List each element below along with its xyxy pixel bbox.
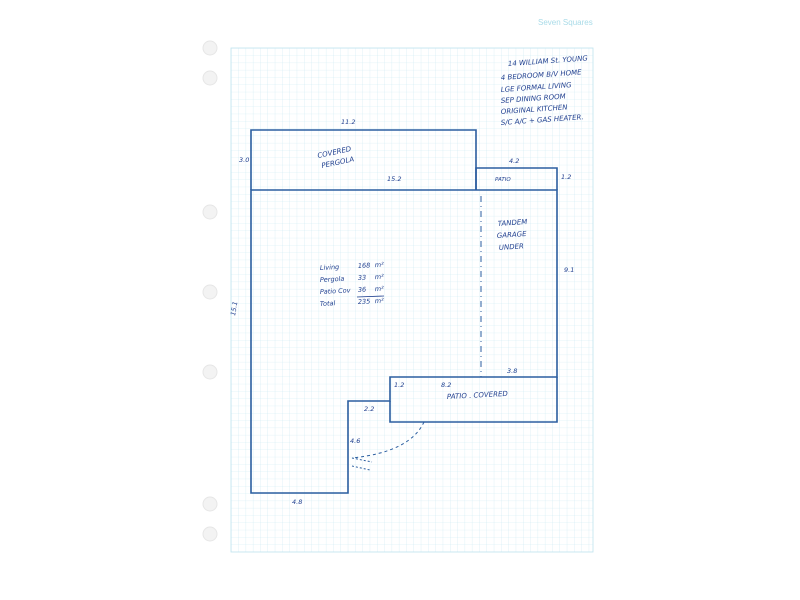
binder-hole (202, 70, 218, 86)
patio-label: PATIO (495, 177, 511, 183)
patio-outline (475, 167, 558, 190)
area-unit: m² (375, 273, 385, 281)
binder-hole (202, 204, 218, 220)
tandem-garage-label: UNDER (499, 242, 525, 252)
pergola-outline (250, 129, 477, 190)
dim-patio-covered-depth: 3.8 (507, 367, 517, 375)
area-row: Pergola 33 m² (320, 273, 385, 284)
patio-covered-label: PATIO . COVERED (447, 390, 509, 401)
area-label: Living (320, 263, 340, 272)
dim-lower-depth: 4.6 (350, 437, 360, 445)
area-value: 36 (358, 286, 367, 294)
binder-hole (202, 364, 218, 380)
dimension-labels: 11.2 3.0 15.2 4.2 1.2 9.1 15.1 3.8 8.2 1… (229, 118, 574, 506)
binder-hole (202, 496, 218, 512)
dim-pergola-width: 11.2 (341, 118, 355, 126)
area-value: 235 (358, 297, 371, 306)
area-unit: m² (375, 261, 385, 269)
dim-step-width: 2.2 (364, 405, 374, 413)
area-label: Pergola (320, 275, 345, 284)
dim-bottom-width: 4.8 (292, 498, 302, 506)
brand-label: Seven Squares (538, 18, 593, 27)
total-underline (356, 295, 385, 298)
door-swing-arc (351, 421, 425, 459)
area-row: Total 235 m² (320, 297, 385, 308)
area-row: Living 168 m² (320, 261, 385, 272)
area-row: Patio Cov 36 m² (320, 285, 385, 296)
grid-area (230, 47, 594, 553)
binder-hole (202, 526, 218, 542)
area-label: Patio Cov (320, 286, 351, 296)
dim-patio-covered-width: 8.2 (441, 381, 451, 389)
tandem-garage-label: GARAGE (497, 230, 528, 240)
dim-left-side: 15.1 (229, 301, 239, 317)
dim-right-side: 9.1 (564, 266, 574, 274)
area-value: 33 (358, 274, 367, 282)
area-label: Total (320, 299, 336, 308)
tandem-garage-label: TANDEM (498, 218, 528, 228)
area-value: 168 (358, 261, 371, 270)
area-summary: Living 168 m² Pergola 33 m² Patio Cov 36… (320, 261, 385, 308)
binder-hole (202, 40, 218, 56)
area-unit: m² (375, 297, 385, 305)
dim-patio-width: 4.2 (509, 157, 519, 165)
binder-holes (202, 40, 218, 542)
patio-covered-outline (389, 377, 558, 423)
step-marks (351, 457, 373, 471)
binder-hole (202, 284, 218, 300)
dim-patio-depth: 1.2 (561, 173, 571, 181)
dim-pergola-depth: 3.0 (239, 156, 249, 164)
dim-step-small: 1.2 (394, 381, 404, 389)
floor-plan (250, 129, 558, 494)
dim-house-width: 15.2 (387, 175, 401, 183)
area-unit: m² (375, 285, 385, 293)
